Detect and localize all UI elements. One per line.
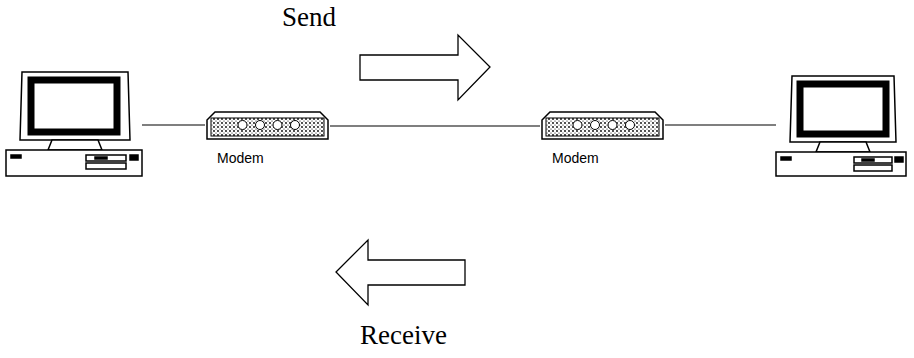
modem-panel <box>546 118 659 136</box>
modem-symbol <box>540 110 665 142</box>
modem-light <box>608 121 617 130</box>
modem-light <box>626 121 635 130</box>
modem-body <box>542 112 663 139</box>
modem-label: Modem <box>217 150 264 166</box>
send-arrow <box>360 35 490 100</box>
computer-right <box>776 76 906 176</box>
direction-label: Receive <box>360 320 447 351</box>
modem-symbol <box>205 110 330 142</box>
modem-light <box>591 121 600 130</box>
modem-box: Modem <box>205 110 330 142</box>
cable <box>665 124 776 125</box>
modem-light <box>291 121 300 130</box>
modem-light <box>256 121 265 130</box>
computer-left <box>6 72 142 176</box>
modem-box: Modem <box>540 110 665 142</box>
receive-arrow <box>336 240 465 305</box>
modem-label: Modem <box>552 150 599 166</box>
modem-panel <box>211 118 324 136</box>
direction-label: Send <box>282 2 336 33</box>
phone-line <box>330 125 540 126</box>
modem-light <box>573 121 582 130</box>
cable <box>142 124 205 125</box>
modem-body <box>207 112 328 139</box>
modem-light <box>238 121 247 130</box>
modem-light <box>273 121 282 130</box>
